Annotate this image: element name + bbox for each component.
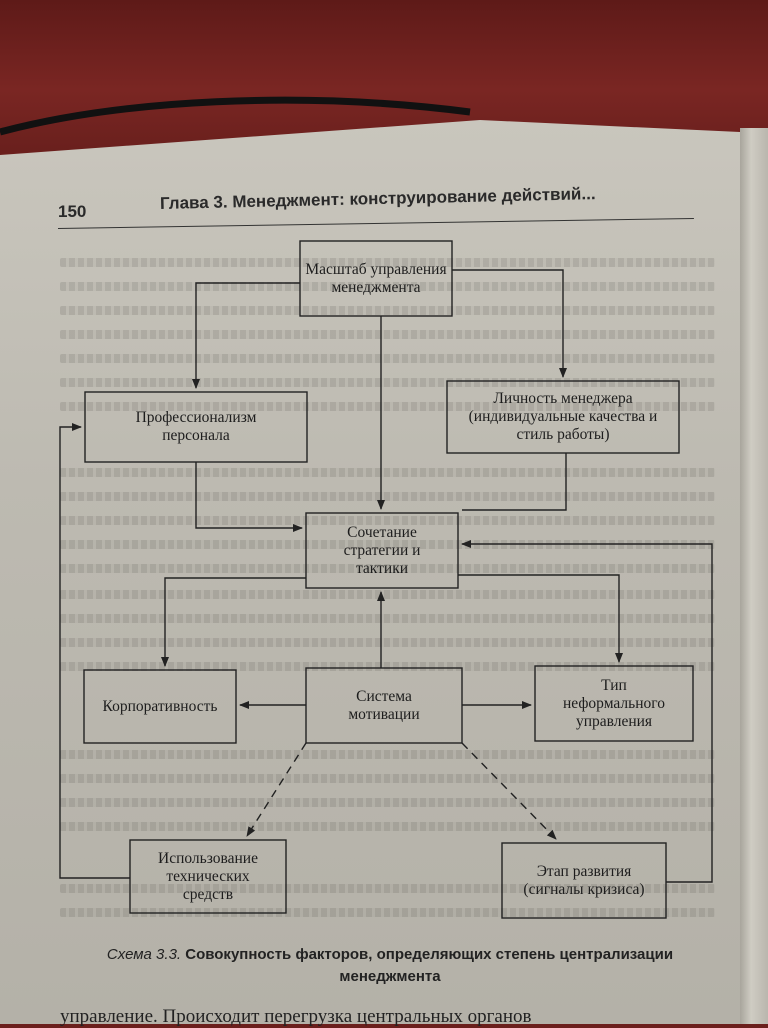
label-motivation: Система мотивации bbox=[348, 687, 420, 723]
arrow-strategy-informal bbox=[458, 574, 623, 663]
label-personality: Личность менеджера (индивидуальные качес… bbox=[468, 390, 658, 443]
book-page bbox=[0, 120, 745, 1024]
figure-caption: Схема 3.3. Совокупность факторов, опреде… bbox=[60, 944, 720, 988]
label-strategy: Сочетание стратегии и тактики bbox=[343, 523, 421, 577]
arrow-strategy-corporativeness bbox=[161, 577, 306, 667]
body-text-line: управление. Происходит перегрузка центра… bbox=[60, 1006, 532, 1027]
box-technical bbox=[129, 839, 287, 914]
arrow-personality-strategy bbox=[462, 453, 567, 511]
arrow-loop-left-professionalism bbox=[59, 423, 130, 879]
cable bbox=[0, 96, 471, 136]
dashed-motivation-development bbox=[461, 742, 557, 840]
label-corporativeness: Корпоративность bbox=[102, 697, 218, 715]
label-development: Этап развития (сигналы кризиса) bbox=[523, 862, 645, 898]
box-strategy bbox=[305, 512, 459, 589]
label-scale: Масштаб управления менеджмента bbox=[305, 260, 447, 296]
caption-label: Схема 3.3. bbox=[106, 946, 182, 963]
label-informal: Тип неформального управления bbox=[563, 676, 665, 730]
box-development bbox=[501, 842, 667, 919]
arrow-scale-professionalism bbox=[192, 282, 300, 389]
box-informal bbox=[534, 665, 694, 742]
page-number: 150 bbox=[58, 202, 87, 221]
table-background bbox=[0, 0, 768, 150]
dashed-motivation-technical bbox=[246, 742, 307, 837]
label-technical: Использование технических средств bbox=[158, 849, 258, 903]
box-corporativeness bbox=[83, 669, 237, 744]
arrow-loop-right-strategy bbox=[461, 540, 713, 883]
arrow-scale-personality bbox=[452, 269, 567, 378]
page-edge bbox=[740, 128, 768, 1024]
box-personality bbox=[446, 380, 680, 454]
arrow-professionalism-strategy bbox=[195, 462, 303, 532]
caption-text: Совокупность факторов, определяющих степ… bbox=[185, 946, 674, 985]
box-scale bbox=[299, 240, 453, 317]
label-professionalism: Профессионализм персонала bbox=[135, 409, 257, 444]
